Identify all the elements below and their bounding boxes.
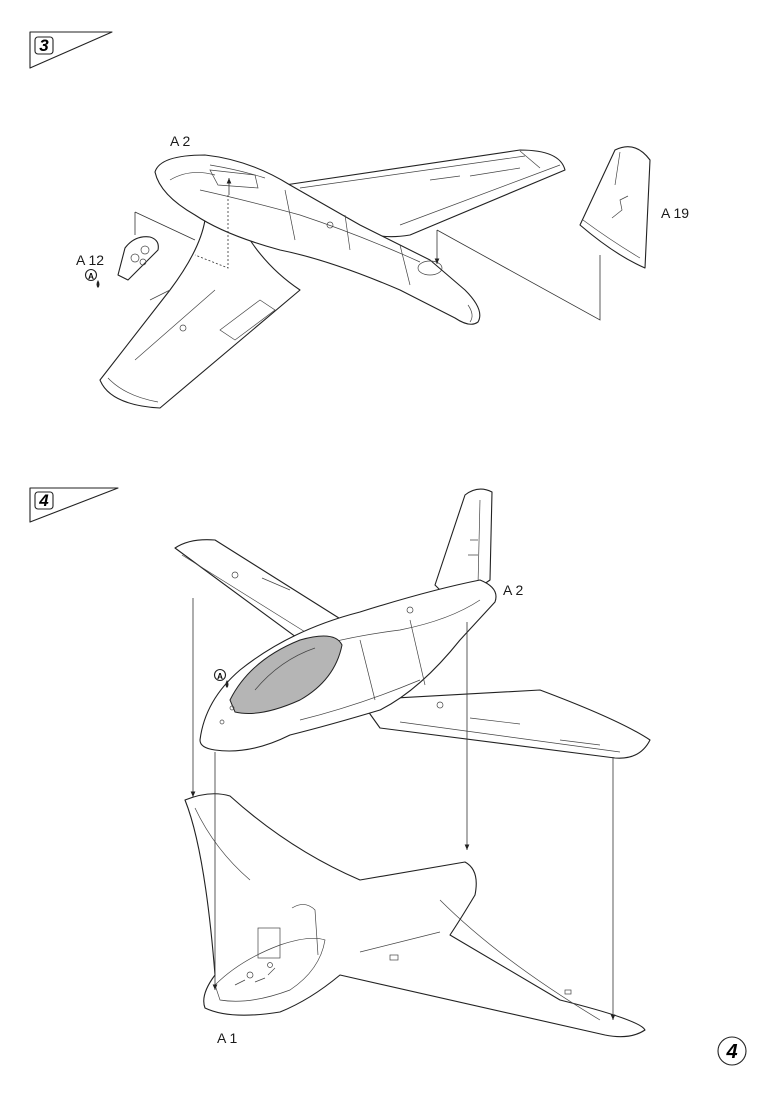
step-3: 3	[29, 31, 689, 409]
canopy-glazing	[229, 635, 343, 714]
svg-text:A 19: A 19	[661, 205, 689, 221]
label-a12: A 12 A	[76, 252, 104, 288]
step-3-badge: 3	[29, 31, 113, 69]
fin-part	[579, 146, 651, 269]
glue-drop-icon	[225, 680, 229, 688]
step-4: 4	[29, 487, 651, 1046]
paint-callout-step4: A	[213, 668, 229, 688]
svg-text:A 2: A 2	[503, 582, 523, 598]
label-a1: A 1	[217, 1030, 237, 1046]
upper-fuselage-assembly	[174, 488, 651, 759]
lower-fuselage-assembly	[184, 793, 646, 1038]
svg-text:A: A	[88, 272, 94, 281]
label-a2-step3: A 2	[170, 133, 190, 149]
label-a19: A 19	[661, 205, 689, 221]
cockpit-tub	[214, 904, 326, 1002]
page-number: 4	[717, 1036, 747, 1066]
step-3-number: 3	[39, 36, 49, 55]
svg-text:A: A	[217, 672, 223, 681]
svg-text:A 2: A 2	[170, 133, 190, 149]
step-4-number: 4	[38, 491, 49, 510]
paint-callout-icon	[84, 268, 98, 282]
svg-text:4: 4	[725, 1041, 737, 1063]
svg-text:A 1: A 1	[217, 1030, 237, 1046]
glue-drop-icon	[96, 280, 100, 288]
svg-text:A 12: A 12	[76, 252, 104, 268]
label-a2-step4: A 2	[503, 582, 523, 598]
paint-callout-icon	[213, 668, 227, 682]
step-4-badge: 4	[29, 487, 119, 523]
instrument-panel-part	[117, 236, 159, 281]
aircraft-top-assembly	[99, 149, 601, 409]
